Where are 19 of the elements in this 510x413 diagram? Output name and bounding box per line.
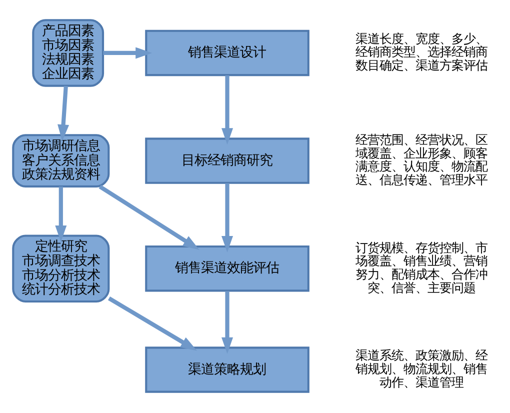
- arrow: [220, 290, 233, 354]
- node-label: 渠道系统、政策激励、经销规划、物流规划、销售动作、渠道管理: [354, 348, 487, 389]
- node-box: 销售渠道效能评估: [144, 245, 309, 292]
- node-box: 销售渠道设计: [144, 29, 309, 76]
- arrow: [220, 74, 233, 144]
- node-box: 产品因素 市场因素 法规因素 企业因素: [32, 18, 104, 86]
- arrow: [220, 182, 233, 252]
- arrow: [107, 296, 197, 350]
- arrow: [102, 46, 152, 58]
- node-label: 订货规模、存货控制、市场覆盖、销售业绩、营销努力、配销成本、合作冲突、信誉、主要问题: [354, 240, 487, 294]
- node-box: 定性研究 市场调查技术 市场分析技术 统计分析技术: [12, 234, 110, 302]
- node-box: 渠道策略规划: [144, 346, 309, 392]
- arrow: [54, 186, 66, 242]
- node-label: 经营范围、经营状况、区域覆盖、企业形象、顾客满意度、认知度、物流配送、信息传递、管理水平: [354, 132, 487, 186]
- arrow: [98, 184, 199, 250]
- node-box: 目标经销商研究: [144, 137, 309, 184]
- node-label: 渠道长度、宽度、多少、经销商类型、选择经销商数目确定、渠道方案评估: [354, 31, 487, 72]
- arrow: [57, 85, 69, 141]
- node-box: 市场调研信息 客户关系信息 政策法规资料: [12, 134, 110, 187]
